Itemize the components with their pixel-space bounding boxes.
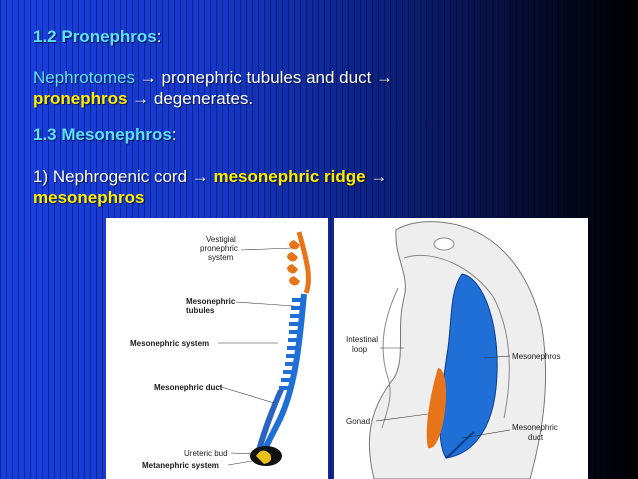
term-mesonephros: mesonephros (33, 188, 145, 207)
label-gonad: Gonad (346, 417, 370, 426)
label-mesonephros: Mesonephros (512, 352, 560, 361)
term-pronephros: pronephros (33, 89, 128, 108)
label-mesonephric-system: Mesonephric system (130, 339, 209, 348)
line-pronephros-rest: → degenerates. (127, 89, 254, 108)
leader-lines (217, 247, 295, 466)
label-mesonephric-duct: Mesonephric duct (154, 383, 223, 392)
line-nephrotomes-rest: → pronephric tubules and duct → (135, 68, 394, 87)
leader-lines-right (375, 347, 511, 439)
label-metanephric-system: Metanephric system (142, 461, 219, 470)
mesonephric-duct-line (445, 431, 475, 459)
label-mesonephric-duct-2: duct (528, 433, 544, 442)
label-intestinal-1: Intestinal (346, 335, 378, 344)
pronephric-tubules (287, 231, 311, 294)
ureteric-bud-shape (256, 450, 272, 464)
line-nephrogenic-arrow: → (365, 167, 388, 186)
embryo-vessel (433, 237, 455, 251)
line-mesonephros: mesonephros (33, 187, 144, 208)
diagram-nephric-systems: Vestigial pronephric system Mesonephric … (130, 231, 311, 470)
term-mesonephric-ridge: mesonephric ridge (213, 167, 366, 186)
label-ureteric-bud: Ureteric bud (184, 449, 228, 458)
figure-nephric-systems: Vestigial pronephric system Mesonephric … (106, 218, 328, 479)
heading-mesonephros-colon: : (171, 125, 177, 144)
gonad-shape (426, 368, 446, 449)
line-nephrotomes: Nephrotomes → pronephric tubules and duc… (33, 67, 393, 88)
embryo-inner-line (403, 254, 510, 419)
heading-pronephros-text: 1.2 Pronephros (33, 27, 157, 46)
line-pronephros: pronephros → degenerates. (33, 88, 253, 109)
mesonephros-mass (256, 390, 284, 450)
line-nephrogenic-cord: 1) Nephrogenic cord → mesonephric ridge … (33, 166, 387, 187)
label-mesonephric-tubules-2: tubules (186, 306, 215, 315)
heading-mesonephros-text: 1.3 Mesonephros (33, 125, 172, 144)
label-intestinal-2: loop (352, 345, 368, 354)
term-nephrotomes: Nephrotomes (33, 68, 136, 87)
label-vestigial-1: Vestigial (206, 235, 236, 244)
mesonephros-shape (439, 273, 498, 459)
mesonephric-tubules-shape (279, 298, 302, 390)
heading-mesonephros: 1.3 Mesonephros: (33, 124, 177, 145)
heading-pronephros-colon: : (156, 27, 162, 46)
figure-embryo-section: Intestinal loop Mesonephros Gonad Mesone… (334, 218, 588, 479)
label-vestigial-2: pronephric (200, 244, 238, 253)
line-nephrogenic-prefix: 1) Nephrogenic cord → (33, 167, 214, 186)
label-mesonephric-tubules-1: Mesonephric (186, 297, 236, 306)
intestinal-loop-shape (381, 287, 399, 429)
label-mesonephric-duct-1: Mesonephric (512, 423, 558, 432)
diagram-embryo-section: Intestinal loop Mesonephros Gonad Mesone… (346, 221, 560, 479)
heading-pronephros: 1.2 Pronephros: (33, 26, 162, 47)
label-vestigial-3: system (208, 253, 234, 262)
